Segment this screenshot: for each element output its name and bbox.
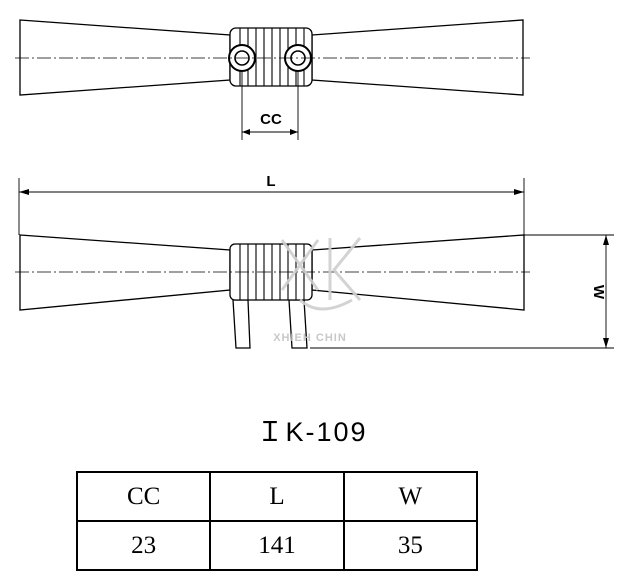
top-view-right-arm — [311, 19, 524, 96]
value-cc: 23 — [75, 520, 212, 571]
width-dimension — [310, 234, 614, 349]
side-view — [15, 234, 530, 349]
spec-table: CC L W 23 141 35 — [75, 471, 479, 571]
value-w: 35 — [342, 520, 479, 571]
xk-logo-icon — [280, 237, 362, 311]
side-view-right-arm — [311, 234, 525, 311]
technical-drawing: XHIEH CHIN CC L W — [15, 19, 614, 349]
table-value-row: 23 141 35 — [75, 520, 479, 571]
width-label: W — [590, 285, 607, 300]
mounting-post-left — [232, 299, 251, 349]
header-cc: CC — [75, 471, 212, 522]
header-l: L — [209, 471, 345, 522]
model-title: ＩK-109 — [256, 417, 368, 447]
top-view-left-arm — [19, 19, 231, 96]
side-view-left-arm — [19, 234, 231, 311]
table-header-row: CC L W — [75, 471, 479, 522]
header-w: W — [342, 471, 479, 522]
length-label: L — [266, 173, 275, 190]
top-view — [15, 19, 530, 140]
watermark-text: XHIEH CHIN — [273, 332, 347, 344]
value-l: 141 — [209, 520, 345, 571]
cc-label: CC — [260, 111, 282, 128]
length-dimension — [18, 178, 525, 235]
